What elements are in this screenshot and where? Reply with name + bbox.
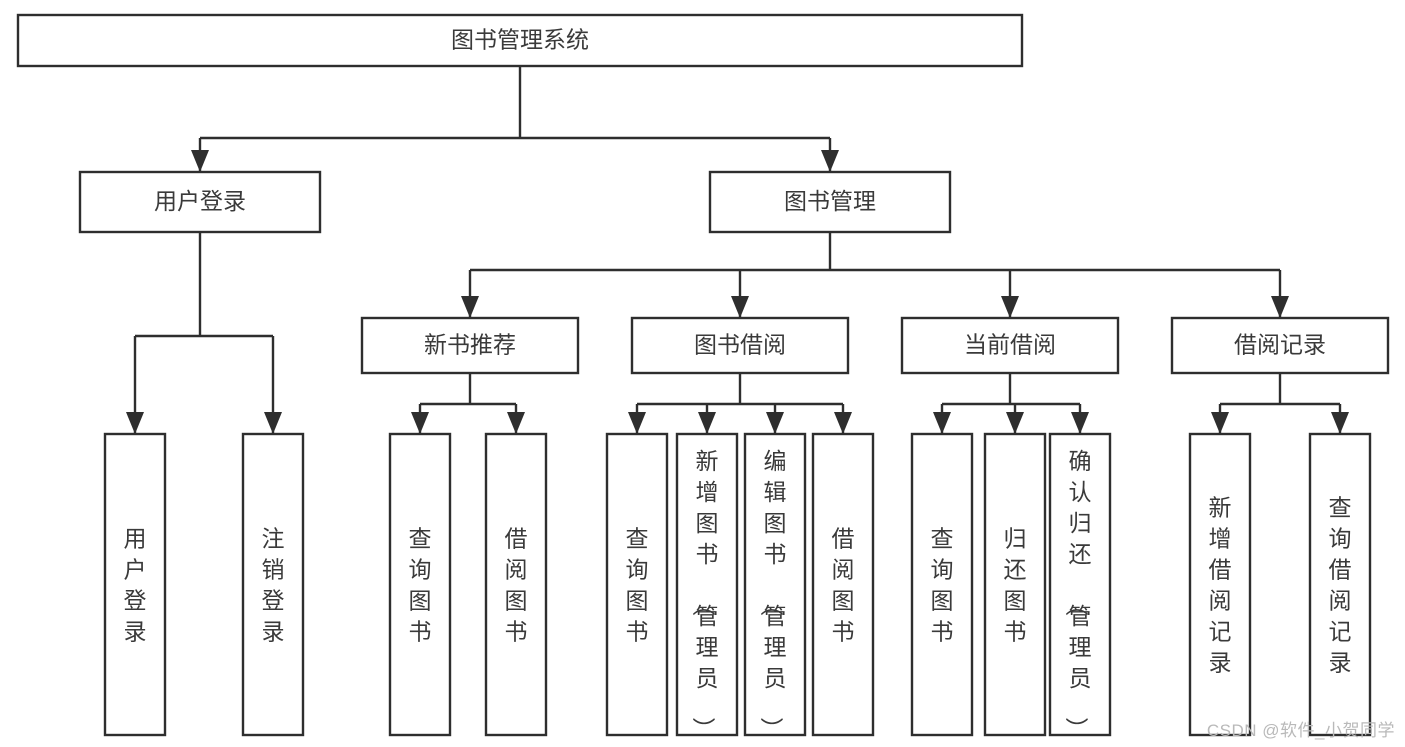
arrowhead-borrow-record-leaf-query-record (1331, 412, 1349, 434)
node-box-new-book-recommend (360, 316, 580, 375)
node-label-leaf-borrow-book-1: 借阅图书 (505, 526, 528, 645)
node-book-management[interactable]: 图书管理 (708, 170, 952, 234)
node-label-root: 图书管理系统 (451, 27, 589, 53)
node-label-leaf-borrow-book-2: 借阅图书 (832, 526, 855, 645)
node-root[interactable]: 图书管理系统 (16, 13, 1024, 68)
node-label-leaf-add-book: 新增图书（管理员） (691, 448, 719, 740)
node-box-leaf-user-login (103, 432, 167, 737)
node-leaf-return-book[interactable]: 归还图书 (983, 432, 1047, 737)
node-label-leaf-query-book-2: 查询图书 (626, 526, 649, 645)
arrowhead-user-login-leaf-user-login (126, 412, 144, 434)
node-box-book-borrow (630, 316, 850, 375)
node-box-leaf-add-record (1188, 432, 1252, 737)
arrowhead-user-login-leaf-user-logout (264, 412, 282, 434)
node-box-leaf-borrow-book-1 (484, 432, 548, 737)
arrowhead-book-borrow-leaf-edit-book (766, 412, 784, 434)
node-label-user-login: 用户登录 (154, 188, 246, 214)
node-new-book-recommend[interactable]: 新书推荐 (360, 316, 580, 375)
arrowhead-new-book-recommend-leaf-borrow-book-1 (507, 412, 525, 434)
connectors-layer (126, 66, 1349, 434)
node-label-leaf-user-logout: 注销登录 (262, 526, 285, 645)
node-leaf-query-book-2[interactable]: 查询图书 (605, 432, 669, 737)
nodes-layer: 图书管理系统用户登录图书管理新书推荐图书借阅当前借阅借阅记录用户登录注销登录查询… (16, 13, 1390, 740)
node-box-leaf-confirm-return (1048, 432, 1112, 737)
arrowhead-book-management-current-borrow (1001, 296, 1019, 318)
node-label-leaf-user-login: 用户登录 (124, 526, 147, 645)
arrowhead-root-book-management (821, 150, 839, 172)
node-label-leaf-return-book: 归还图书 (1004, 526, 1027, 645)
node-user-login[interactable]: 用户登录 (78, 170, 322, 234)
arrowhead-root-user-login (191, 150, 209, 172)
node-leaf-add-book[interactable]: 新增图书（管理员） (675, 432, 739, 740)
node-book-borrow[interactable]: 图书借阅 (630, 316, 850, 375)
node-box-leaf-query-record (1308, 432, 1372, 737)
node-leaf-query-book-1[interactable]: 查询图书 (388, 432, 452, 737)
node-leaf-user-login[interactable]: 用户登录 (103, 432, 167, 737)
node-box-root (16, 13, 1024, 68)
node-box-user-login (78, 170, 322, 234)
node-box-borrow-record (1170, 316, 1390, 375)
arrowhead-current-borrow-leaf-return-book (1006, 412, 1024, 434)
node-label-leaf-query-book-3: 查询图书 (931, 526, 954, 645)
node-borrow-record[interactable]: 借阅记录 (1170, 316, 1390, 375)
node-label-book-borrow: 图书借阅 (694, 332, 786, 358)
node-box-leaf-edit-book (743, 432, 807, 737)
arrowhead-book-management-new-book-recommend (461, 296, 479, 318)
node-label-current-borrow: 当前借阅 (964, 332, 1056, 358)
node-box-leaf-add-book (675, 432, 739, 737)
node-label-leaf-add-record: 新增借阅记录 (1209, 495, 1232, 676)
node-box-current-borrow (900, 316, 1120, 375)
node-leaf-query-book-3[interactable]: 查询图书 (910, 432, 974, 737)
csdn-watermark: CSDN @软件_小贺同学 (1206, 721, 1395, 740)
node-box-leaf-query-book-2 (605, 432, 669, 737)
arrowhead-book-borrow-leaf-add-book (698, 412, 716, 434)
node-leaf-user-logout[interactable]: 注销登录 (241, 432, 305, 737)
arrowhead-book-management-borrow-record (1271, 296, 1289, 318)
node-box-leaf-return-book (983, 432, 1047, 737)
node-leaf-borrow-book-2[interactable]: 借阅图书 (811, 432, 875, 737)
arrowhead-book-borrow-leaf-query-book-2 (628, 412, 646, 434)
node-box-leaf-query-book-3 (910, 432, 974, 737)
node-box-leaf-user-logout (241, 432, 305, 737)
node-box-book-management (708, 170, 952, 234)
arrowhead-current-borrow-leaf-confirm-return (1071, 412, 1089, 434)
node-label-leaf-query-record: 查询借阅记录 (1329, 495, 1352, 676)
arrowhead-new-book-recommend-leaf-query-book-1 (411, 412, 429, 434)
node-label-leaf-edit-book: 编辑图书（管理员） (759, 448, 787, 740)
node-current-borrow[interactable]: 当前借阅 (900, 316, 1120, 375)
node-leaf-edit-book[interactable]: 编辑图书（管理员） (743, 432, 807, 740)
node-box-leaf-borrow-book-2 (811, 432, 875, 737)
arrowhead-book-management-book-borrow (731, 296, 749, 318)
node-leaf-add-record[interactable]: 新增借阅记录 (1188, 432, 1252, 737)
node-label-leaf-confirm-return: 确认归还（管理员） (1064, 448, 1092, 740)
node-label-new-book-recommend: 新书推荐 (424, 332, 516, 358)
node-leaf-query-record[interactable]: 查询借阅记录 (1308, 432, 1372, 737)
arrowhead-borrow-record-leaf-add-record (1211, 412, 1229, 434)
node-label-borrow-record: 借阅记录 (1234, 332, 1326, 358)
node-label-book-management: 图书管理 (784, 188, 876, 214)
arrowhead-current-borrow-leaf-query-book-3 (933, 412, 951, 434)
node-leaf-confirm-return[interactable]: 确认归还（管理员） (1048, 432, 1112, 740)
arrowhead-book-borrow-leaf-borrow-book-2 (834, 412, 852, 434)
node-leaf-borrow-book-1[interactable]: 借阅图书 (484, 432, 548, 737)
node-box-leaf-query-book-1 (388, 432, 452, 737)
node-label-leaf-query-book-1: 查询图书 (409, 526, 432, 645)
